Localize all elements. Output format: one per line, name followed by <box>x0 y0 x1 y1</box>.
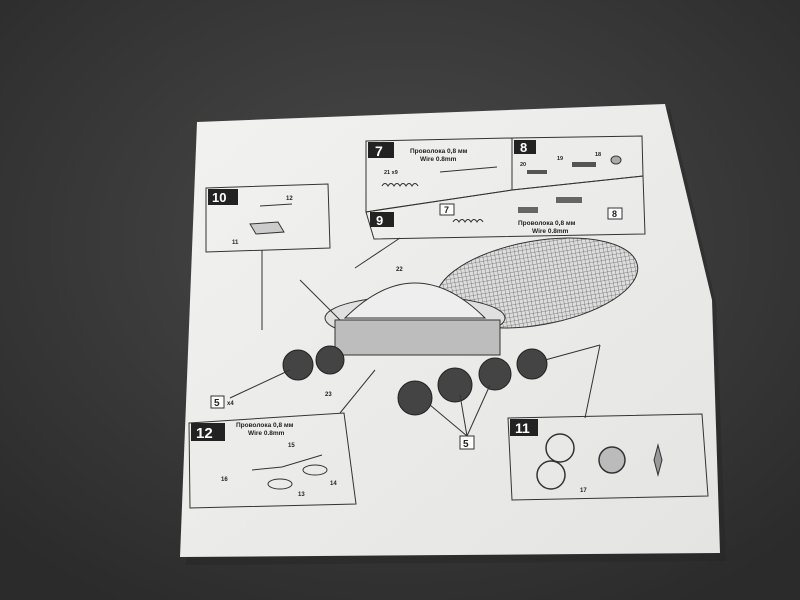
part-22-label: 22 <box>396 267 403 273</box>
ref-7-box: 7 <box>444 205 449 215</box>
part-18-label: 18 <box>595 152 601 158</box>
step-10-number: 10 <box>212 190 226 205</box>
part-16-label: 16 <box>221 477 228 483</box>
wheels <box>282 345 548 416</box>
step-10-panel: 10 12 11 <box>205 183 331 253</box>
rover-illustration: 22 23 5 x4 5 <box>210 237 639 450</box>
step-9-panel: 9 7 8 Проволока 0,8 мм Wire 0.8mm <box>365 175 646 240</box>
step-7-number: 7 <box>375 143 383 159</box>
step-12-panel: 12 Проволока 0,8 мм Wire 0.8mm 15 16 13 … <box>188 412 357 509</box>
step-7-panel: 7 Проволока 0,8 мм Wire 0.8mm 21 x9 <box>365 137 513 213</box>
part-23-label: 23 <box>325 392 332 398</box>
part-14-label: 14 <box>330 481 337 487</box>
wheel-ref-5: 5 <box>214 398 220 409</box>
wheel-ref-5-b: 5 <box>463 439 469 450</box>
wire-label-ru: Проволока 0,8 мм <box>236 422 294 429</box>
part-17-label: 17 <box>580 488 587 494</box>
part-13-label: 13 <box>298 492 305 498</box>
ref-8-box: 8 <box>612 209 617 219</box>
part-20-label: 20 <box>520 162 526 168</box>
wheel-qty: x4 <box>227 401 234 407</box>
step-8-number: 8 <box>520 140 527 155</box>
wire-label-en: Wire 0.8mm <box>248 430 285 437</box>
wire-label-ru: Проволока 0,8 мм <box>410 148 468 155</box>
step-11-panel: 11 17 <box>507 413 709 501</box>
wire-label-en: Wire 0.8mm <box>532 228 569 235</box>
step-12-number: 12 <box>196 425 213 442</box>
step-11-number: 11 <box>515 420 530 436</box>
callout-lines <box>229 237 601 437</box>
part-12-label: 12 <box>286 196 293 202</box>
part-19-label: 19 <box>557 156 563 162</box>
part-21-label: 21 x9 <box>384 170 398 176</box>
wire-label-en: Wire 0.8mm <box>420 156 457 163</box>
step-9-number: 9 <box>376 213 383 228</box>
part-15-label: 15 <box>288 443 295 449</box>
part-11-label: 11 <box>232 240 239 246</box>
wire-label-ru: Проволока 0,8 мм <box>518 220 576 227</box>
